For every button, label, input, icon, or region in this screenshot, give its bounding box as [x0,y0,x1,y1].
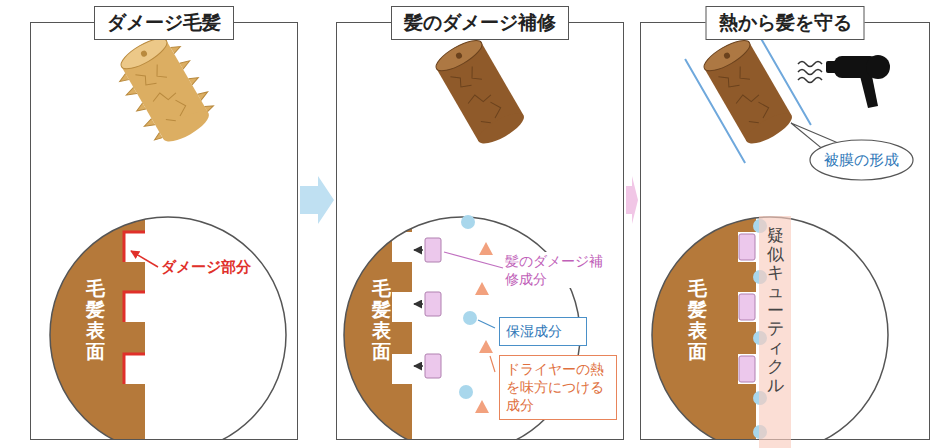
surface-label: 毛髪表面 [372,278,391,362]
panel-title: 髪のダメージ補修 [391,6,569,40]
hair-dryer [826,55,890,108]
leader-line [490,356,495,372]
protected-hair-strand [685,21,811,163]
ingredient-callout: 保湿成分 [499,317,587,346]
damage-label: ダメージ部分 [161,258,251,278]
heat-waves [798,62,822,83]
node-text: ドライヤーの熱を味方につける成分 [506,360,610,415]
heat-ingredient [475,242,493,413]
speech-bubble: 被膜の形成 [809,139,914,181]
damage-pointer [131,251,158,267]
leader-line [478,320,495,328]
flow-arrow [626,176,638,224]
flow-arrow [300,176,334,224]
stage-panel: 髪のダメージ補修保湿成分ドライヤーの熱を味方につける成分 [336,22,624,440]
stage-panel: 熱から髪を守る被膜の形成疑似キューティクル [640,22,930,440]
node-text: 疑似キューティクル [767,226,784,448]
surface-label: 毛髪表面 [688,278,707,362]
repaired-hair-strand [432,35,528,149]
node-text: 保湿成分 [506,322,580,340]
moisturizing-ingredient [459,215,477,399]
surface-label: 毛髪表面 [86,278,105,362]
bubble-outline [810,140,913,180]
ingredient-label: 髪のダメージ補修成分 [505,252,611,288]
node-text: 被膜の形成 [824,151,899,170]
panel-title: 熱から髪を守る [706,6,865,40]
repair-ingredient [425,238,441,378]
magnified-surface [640,200,888,440]
cuticle-band: 疑似キューティクル [759,216,791,448]
stage-panel: ダメージ毛髪 [30,22,298,440]
repair-arrows [414,250,423,366]
damaged-hair-strand [108,28,221,152]
panel-title: ダメージ毛髪 [94,6,234,40]
ingredient-callout: ドライヤーの熱を味方につける成分 [499,355,617,420]
magnified-surface [40,200,286,440]
leader-line [444,252,503,268]
